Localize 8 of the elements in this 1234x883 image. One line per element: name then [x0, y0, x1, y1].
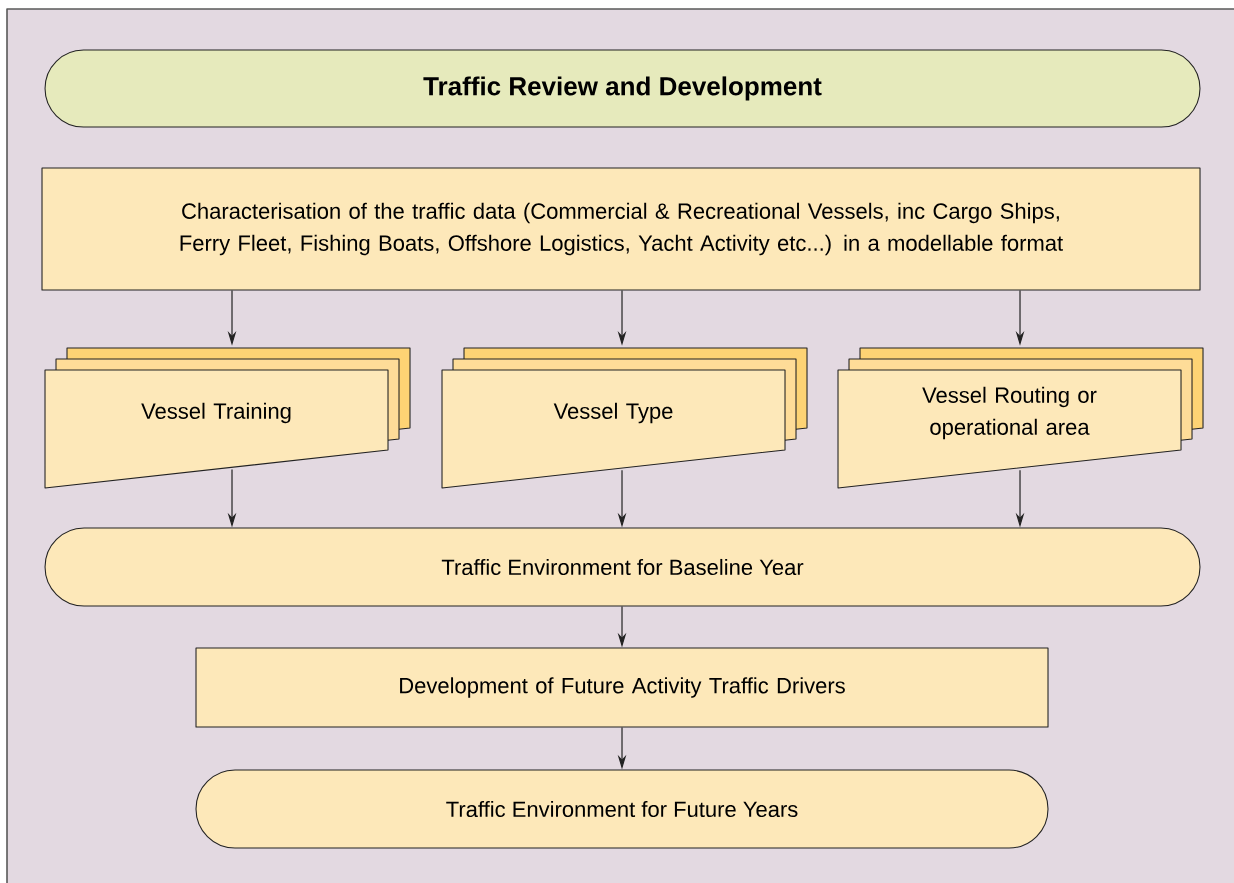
rounded-box: Traffic Environment for Baseline Year — [44, 527, 1201, 607]
process-box: Development of Future Activity Traffic Drivers — [195, 647, 1049, 728]
document-stack: Vessel Routing or operational area — [837, 347, 1204, 489]
rounded-box: Traffic Environment for Future Years — [195, 769, 1049, 849]
document-stack: Vessel Type — [441, 347, 808, 489]
document-stack: Vessel Training — [44, 347, 411, 489]
rounded-box: Traffic Review and Development — [44, 49, 1201, 128]
process-box: Characterisation of the traffic data (Commercial & Recreational Vessels, inc Cargo Ships, Ferry Fleet, Fishing Boats, Offshore Logistics, Yacht Activity etc...) in a modellable format — [41, 167, 1201, 291]
